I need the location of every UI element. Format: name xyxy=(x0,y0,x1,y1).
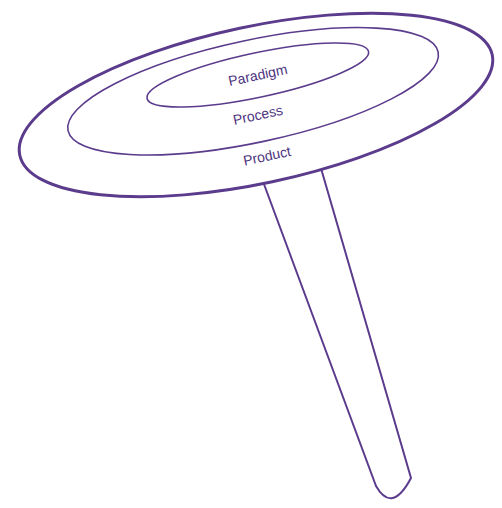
middle-ellipse xyxy=(57,2,448,181)
inner-ellipse xyxy=(142,30,373,121)
ring-node: ProductProcessParadigm xyxy=(2,0,502,234)
outer-ellipse xyxy=(3,0,502,232)
pin-stick-outline xyxy=(258,158,411,498)
